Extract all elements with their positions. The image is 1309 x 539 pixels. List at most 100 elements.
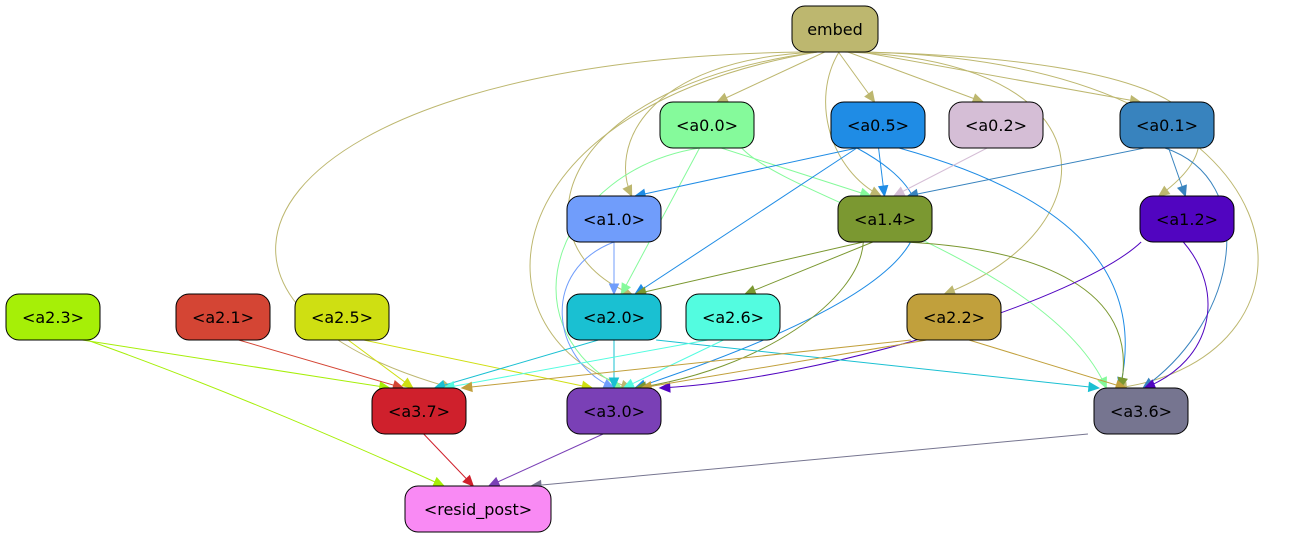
- edge-line: [86, 339, 445, 487]
- edge-line: [635, 147, 857, 197]
- edge-line: [82, 339, 390, 389]
- edge-embed-to-a1_0: [622, 51, 818, 198]
- node-box: [685, 293, 781, 341]
- edge-line: [567, 51, 818, 295]
- node-label: <resid_post>: [424, 500, 532, 520]
- edge-a2_2-to-a3_7: [460, 339, 912, 393]
- node-label: <a2.1>: [192, 308, 254, 327]
- edge-a2_2-to-a3_6: [968, 339, 1128, 390]
- node-box: [175, 293, 271, 341]
- edge-line: [275, 51, 802, 389]
- node-label: embed: [807, 20, 863, 39]
- edge-line: [844, 51, 1063, 295]
- node-box: [791, 5, 879, 53]
- edge-a0_2-to-a1_4: [892, 147, 988, 197]
- node-a3-6: <a3.6>: [1093, 387, 1189, 435]
- node-box: [837, 195, 933, 243]
- edge-a2_1-to-a3_7: [238, 339, 405, 391]
- edge-a1_4-to-a2_6: [744, 241, 874, 295]
- arrowhead-icon: [658, 382, 671, 393]
- edge-line: [1144, 241, 1209, 389]
- node-a1-2: <a1.2>: [1139, 195, 1235, 243]
- edge-line: [968, 339, 1127, 389]
- edge-line: [347, 339, 414, 389]
- arrowhead-icon: [1097, 376, 1107, 390]
- edge-line: [634, 147, 919, 389]
- arrowhead-icon: [877, 184, 889, 198]
- edge-a2_3-to-a3_7: [82, 339, 391, 392]
- edge-a3_0-to-resid_post: [487, 433, 604, 487]
- arrowhead-icon: [1087, 381, 1101, 393]
- edge-a0_1-to-a1_2: [1168, 147, 1187, 198]
- edge-line: [635, 241, 864, 389]
- edge-line: [717, 51, 825, 103]
- node-label: <a0.2>: [965, 116, 1027, 135]
- arrowhead-icon: [864, 90, 876, 103]
- node-a0-0: <a0.0>: [659, 101, 755, 149]
- node-a2-5: <a2.5>: [294, 293, 390, 341]
- node-a3-0: <a3.0>: [566, 387, 662, 435]
- edge-line: [444, 339, 708, 389]
- arrowhead-icon: [608, 377, 620, 390]
- edge-line: [555, 147, 700, 389]
- node-a2-2: <a2.2>: [906, 293, 1002, 341]
- node-a2-6: <a2.6>: [685, 293, 781, 341]
- edge-line: [1142, 147, 1228, 389]
- graph-nodes: embed<a0.0><a0.5><a0.2><a0.1><a1.0><a1.4…: [5, 5, 1235, 533]
- node-label: <a3.6>: [1110, 402, 1172, 421]
- node-box: [294, 293, 390, 341]
- node-label: <a2.0>: [583, 308, 645, 327]
- edge-line: [623, 339, 724, 389]
- edge-a3_7-to-resid_post: [423, 433, 475, 487]
- edge-a1_4-to-a2_0: [634, 241, 864, 297]
- edge-line: [859, 51, 1259, 389]
- edge-a2_5-to-a3_7: [347, 339, 414, 389]
- node-label: <a0.1>: [1136, 116, 1198, 135]
- edge-line: [847, 51, 984, 103]
- edge-embed-to-a2_0: [567, 51, 818, 296]
- node-box: [948, 101, 1044, 149]
- node-box: [1119, 101, 1215, 149]
- edge-line: [561, 241, 615, 389]
- edge-line: [905, 241, 1124, 389]
- edge-a1_2-to-a3_6: [1143, 241, 1209, 390]
- arrowhead-icon: [487, 476, 501, 487]
- edge-a2_5-to-a3_0: [363, 339, 594, 392]
- node-label: <a2.2>: [923, 308, 985, 327]
- node-box: [566, 387, 662, 435]
- edge-a3_6-to-resid_post: [529, 433, 1089, 491]
- edge-a0_0-to-a1_4: [721, 147, 872, 198]
- node-label: <a2.5>: [311, 308, 373, 327]
- edge-line: [825, 51, 882, 197]
- edge-line: [423, 433, 474, 487]
- edge-line: [898, 147, 1126, 389]
- node-box: [371, 387, 467, 435]
- edge-line: [488, 433, 604, 487]
- node-box: [5, 293, 101, 341]
- node-a0-2: <a0.2>: [948, 101, 1044, 149]
- arrowhead-icon: [622, 184, 633, 198]
- edge-line: [893, 147, 988, 197]
- edge-a0_5-to-a3_6: [898, 147, 1128, 390]
- arrowhead-icon: [1157, 185, 1171, 197]
- edge-a0_5-to-a2_0: [634, 147, 858, 295]
- edge-line: [635, 241, 864, 295]
- node-box: [906, 293, 1002, 341]
- arrowhead-icon: [971, 93, 985, 104]
- node-box: [1093, 387, 1189, 435]
- arrowhead-icon: [1176, 184, 1187, 198]
- node-label: <a0.0>: [676, 116, 738, 135]
- node-box: [1139, 195, 1235, 243]
- node-label: <a3.0>: [583, 402, 645, 421]
- edge-line: [530, 433, 1089, 487]
- edge-line: [861, 51, 1141, 103]
- edge-line: [641, 339, 927, 389]
- arrowhead-icon: [869, 186, 883, 197]
- edge-a2_0-to-a3_0: [608, 340, 620, 390]
- arrowhead-icon: [401, 377, 414, 389]
- edge-line: [238, 339, 404, 389]
- node-a1-4: <a1.4>: [837, 195, 933, 243]
- node-a2-3: <a2.3>: [5, 293, 101, 341]
- arrowhead-icon: [892, 186, 906, 197]
- edge-embed-to-a0_5: [838, 51, 876, 103]
